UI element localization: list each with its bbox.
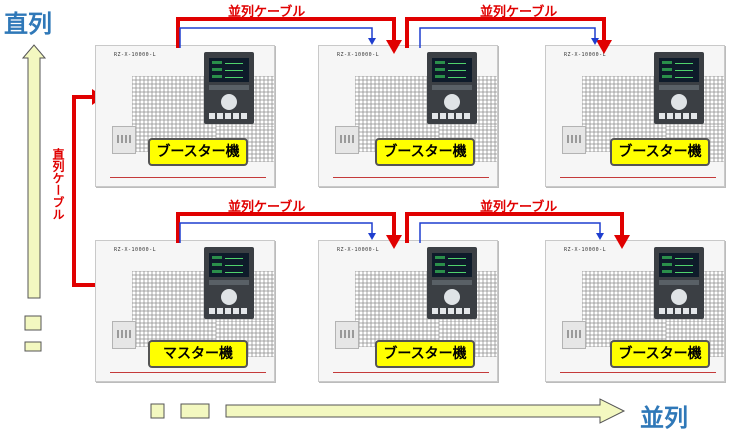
- horizontal-axis-square-large: [180, 403, 210, 419]
- unit-role-label-bottom-left: マスター機: [148, 340, 248, 368]
- signal-line-r1-b: [419, 27, 596, 48]
- control-panel: [427, 52, 477, 124]
- unit-role-label-top-left: ブースター機: [148, 138, 248, 166]
- display-screen: [659, 58, 699, 82]
- parallel-cable-line-r1-a: [176, 17, 396, 48]
- parallel-cable-label-r2-b: 並列ケーブル: [480, 200, 558, 215]
- key-row: [209, 113, 249, 119]
- series-cable-label: 直列ケーブル: [51, 148, 65, 220]
- unit-role-label-top-right: ブースター機: [610, 138, 710, 166]
- parallel-cable-line-r1-b: [405, 17, 606, 48]
- unit-top-right: RZ-X-10000-L: [545, 45, 725, 187]
- status-bar: [432, 280, 472, 285]
- key-row: [659, 308, 699, 314]
- key-row: [432, 113, 472, 119]
- parallel-cable-label-r1-b: 並列ケーブル: [480, 5, 558, 20]
- control-dial: [671, 289, 687, 305]
- model-name: RZ-X-10000-L: [114, 52, 157, 58]
- model-name: RZ-X-10000-L: [337, 52, 380, 58]
- parallel-cable-arrowhead-r1-a: [386, 40, 402, 54]
- status-bar: [659, 280, 699, 285]
- parallel-cable-label-r1-a: 並列ケーブル: [228, 5, 306, 20]
- display-screen: [432, 58, 472, 82]
- display-screen: [659, 253, 699, 277]
- unit-role-label-bottom-right: ブースター機: [610, 340, 710, 368]
- model-name: RZ-X-10000-L: [114, 247, 157, 253]
- signal-line-r2-b: [419, 222, 601, 243]
- status-bar: [209, 280, 249, 285]
- parallel-cable-arrowhead-r1-b: [596, 40, 612, 54]
- series-cable-line: [72, 95, 98, 287]
- signal-line-r2-a: [179, 222, 373, 243]
- power-switch-icon: [562, 321, 586, 349]
- signal-arrowhead-r2-a: [368, 233, 376, 240]
- control-dial: [444, 289, 460, 305]
- control-panel: [204, 52, 254, 124]
- signal-arrowhead-r1-b: [591, 38, 599, 45]
- accent-line: [110, 177, 266, 178]
- key-row: [659, 113, 699, 119]
- status-bar: [209, 85, 249, 90]
- parallel-cable-arrowhead-r2-b: [614, 235, 630, 249]
- parallel-cable-line-r2-b: [405, 212, 624, 243]
- parallel-cable-label-r2-a: 並列ケーブル: [228, 200, 306, 215]
- control-panel: [427, 247, 477, 319]
- parallel-cable-arrowhead-r2-a: [386, 235, 402, 249]
- power-switch-icon: [112, 321, 136, 349]
- accent-line: [333, 372, 489, 373]
- control-dial: [444, 94, 460, 110]
- vertical-axis-square-large: [24, 315, 42, 331]
- horizontal-axis-arrow: [225, 398, 626, 424]
- vertical-axis-square-small: [24, 341, 42, 352]
- accent-line: [333, 177, 489, 178]
- unit-role-label-bottom-middle: ブースター機: [375, 340, 475, 368]
- status-bar: [659, 85, 699, 90]
- control-panel: [654, 247, 704, 319]
- control-panel: [204, 247, 254, 319]
- key-row: [209, 308, 249, 314]
- control-dial: [671, 94, 687, 110]
- control-dial: [221, 94, 237, 110]
- display-screen: [432, 253, 472, 277]
- key-row: [432, 308, 472, 314]
- display-screen: [209, 253, 249, 277]
- power-switch-icon: [112, 126, 136, 154]
- control-panel: [654, 52, 704, 124]
- accent-line: [560, 372, 716, 373]
- model-name: RZ-X-10000-L: [564, 247, 607, 253]
- model-name: RZ-X-10000-L: [564, 52, 607, 58]
- vertical-axis-title: 直列: [4, 10, 52, 38]
- signal-arrowhead-r1-a: [368, 38, 376, 45]
- signal-arrowhead-r2-b: [596, 233, 604, 240]
- power-switch-icon: [335, 126, 359, 154]
- unit-role-label-top-middle: ブースター機: [375, 138, 475, 166]
- accent-line: [110, 372, 266, 373]
- status-bar: [432, 85, 472, 90]
- accent-line: [560, 177, 716, 178]
- power-switch-icon: [562, 126, 586, 154]
- display-screen: [209, 58, 249, 82]
- horizontal-axis-square-small: [150, 403, 165, 419]
- model-name: RZ-X-10000-L: [337, 247, 380, 253]
- parallel-cable-line-r2-a: [176, 212, 396, 243]
- power-switch-icon: [335, 321, 359, 349]
- signal-line-r1-a: [179, 27, 373, 48]
- control-dial: [221, 289, 237, 305]
- vertical-axis-arrow: [21, 44, 47, 299]
